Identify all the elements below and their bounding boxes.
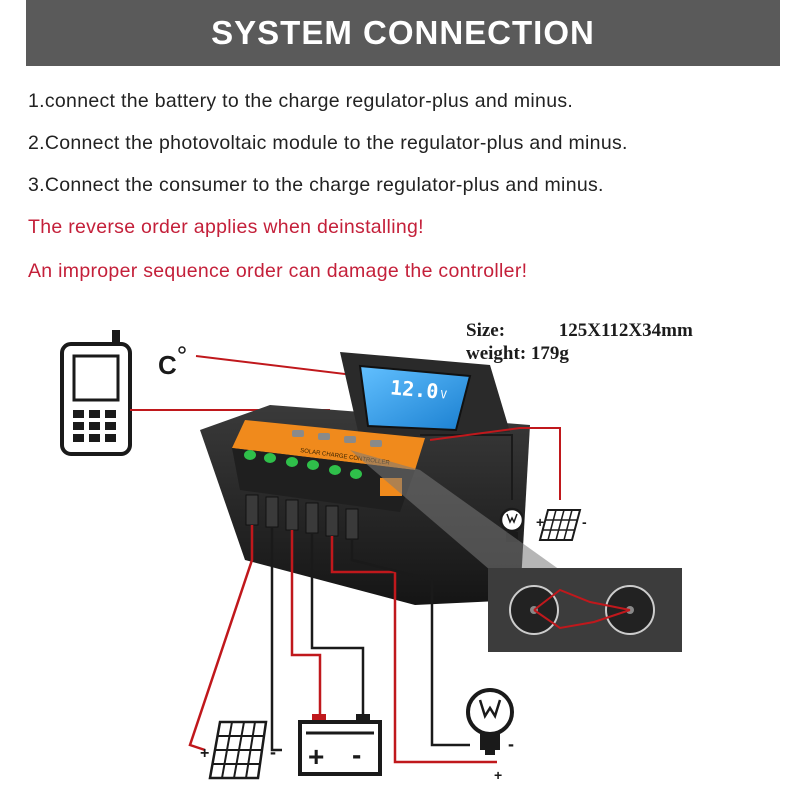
port-zoom-callout <box>488 568 682 652</box>
bulb-minus: - <box>508 734 514 754</box>
instruction-step-3: 3.Connect the consumer to the charge reg… <box>28 174 604 196</box>
small-panel-minus: - <box>582 514 587 530</box>
small-solar-panel-icon: + - <box>536 509 587 541</box>
small-panel-plus: + <box>536 514 544 530</box>
terminal-leds <box>244 450 362 479</box>
bulb-plus: + <box>494 767 502 783</box>
spec-weight-value: 179g <box>530 343 569 364</box>
temp-symbol: C <box>158 350 177 380</box>
lcd-screen <box>358 364 472 432</box>
spec-size: Size: 125X112X34mm <box>466 320 693 342</box>
instruction-step-2: 2.Connect the photovoltaic module to the… <box>28 132 628 154</box>
orange-panel <box>232 420 425 470</box>
charge-controller: 12.0 V SOLAR CHARGE CONTROLLER <box>200 352 530 605</box>
spec-weight-label: weight: <box>466 343 527 364</box>
temperature-icon: C <box>158 346 186 380</box>
battery-plus: + <box>308 741 324 772</box>
spec-size-value: 125X112X34mm <box>558 320 693 341</box>
page-title: SYSTEM CONNECTION <box>211 14 595 51</box>
lcd-reading: 12.0 <box>389 375 439 403</box>
header-banner: SYSTEM CONNECTION <box>26 0 780 66</box>
phone-icon <box>60 330 132 456</box>
lcd-unit: V <box>440 388 448 402</box>
bottom-wires <box>188 525 497 764</box>
spec-weight: weight: 179g <box>466 343 569 365</box>
warning-deinstall: The reverse order applies when deinstall… <box>28 216 424 238</box>
solar-panel-minus: - <box>270 742 276 762</box>
light-bulb-icon: - + <box>466 688 514 783</box>
instruction-step-1: 1.connect the battery to the charge regu… <box>28 90 574 112</box>
warning-sequence: An improper sequence order can damage th… <box>28 260 528 282</box>
battery-minus: - <box>352 739 361 770</box>
battery-icon: + - <box>298 714 382 776</box>
solar-panel-plus: + <box>200 745 209 762</box>
solar-panel-icon: + - <box>200 720 276 780</box>
side-wires <box>420 427 561 500</box>
spec-size-label: Size: <box>466 320 506 341</box>
